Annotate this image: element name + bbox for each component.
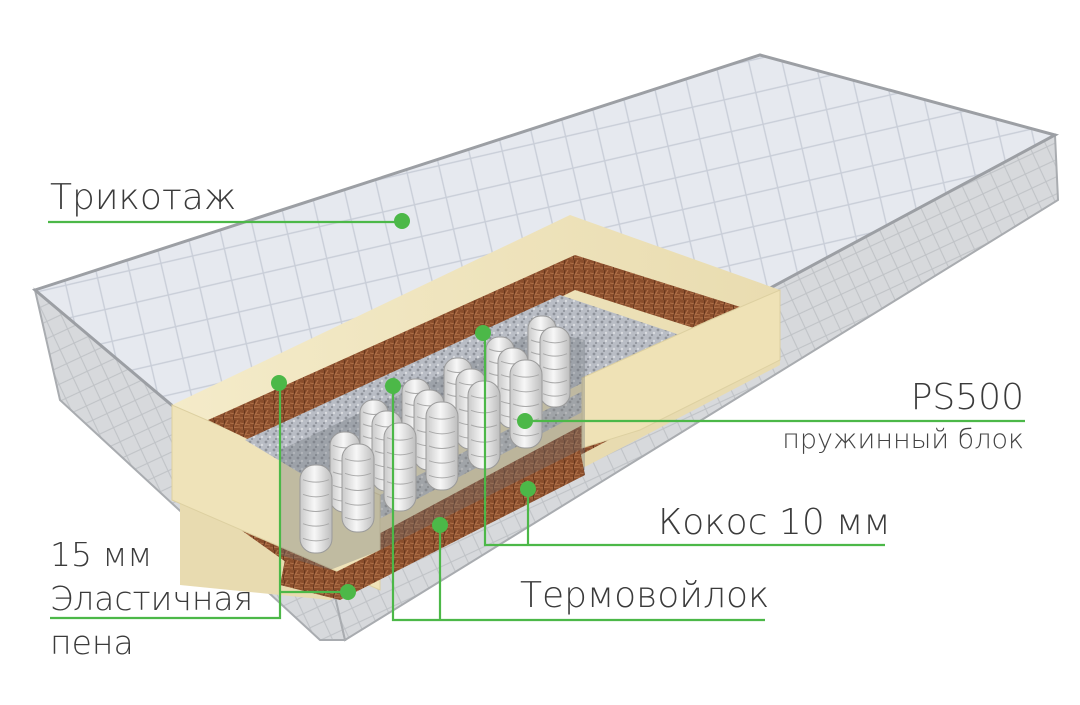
spring — [539, 326, 571, 408]
label-trikotazh: Трикотаж — [50, 177, 237, 218]
leader-lines — [48, 220, 1025, 622]
leader-termo-1 — [391, 386, 765, 622]
label-foam-name: Эластичная — [50, 579, 254, 618]
dot-termo-top — [385, 378, 401, 394]
spring — [299, 464, 333, 554]
dot-kokos-top — [475, 325, 491, 341]
label-foam-thickness: 15 мм — [50, 535, 153, 574]
dot-spring — [517, 413, 533, 429]
dot-trikotazh — [394, 213, 410, 229]
label-foam-name-2: пена — [50, 623, 134, 662]
spring — [383, 422, 417, 512]
spring — [509, 359, 543, 449]
spring-block — [299, 315, 571, 554]
dot-kokos-bottom — [520, 481, 536, 497]
spring — [341, 443, 375, 533]
dot-termo-bottom — [432, 517, 448, 533]
label-ps500: PS500 — [910, 377, 1024, 418]
leader-kokos-1 — [483, 333, 885, 547]
leader-dots — [271, 213, 536, 600]
label-ps500-sub: пружинный блок — [782, 424, 1024, 455]
dot-foam-bottom — [340, 584, 356, 600]
leader-foam-1 — [50, 383, 282, 620]
dot-foam-top — [271, 375, 287, 391]
label-kokos: Кокос 10 мм — [658, 502, 891, 543]
label-termovoilok: Термовойлок — [520, 575, 770, 616]
spring — [425, 401, 459, 491]
cutaway — [171, 215, 781, 600]
